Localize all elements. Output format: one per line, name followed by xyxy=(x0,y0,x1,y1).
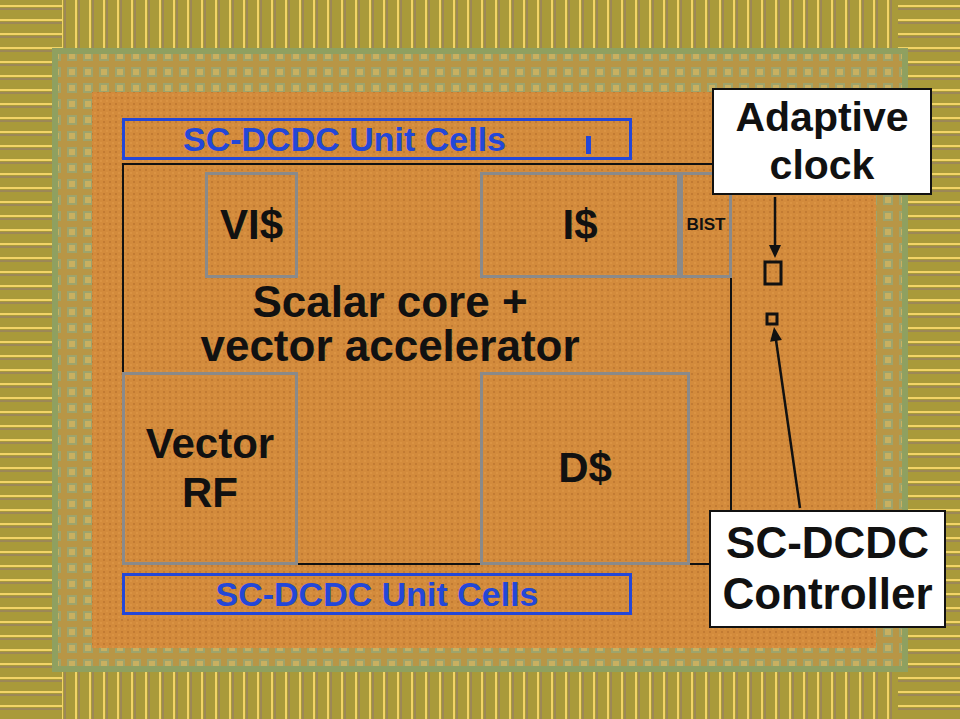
block-label: SC-DCDC Unit Cells xyxy=(215,577,538,611)
arrow-head xyxy=(769,245,781,258)
block-label: VI$ xyxy=(220,202,283,248)
block-label: SC-DCDC Unit Cells xyxy=(183,122,506,156)
block-label: I$ xyxy=(562,202,597,248)
block-label: Adaptive clock xyxy=(718,94,926,188)
unit-cell-band: SC-DCDC Unit Cells xyxy=(122,118,632,160)
block-label: Vector RF xyxy=(129,420,291,517)
arrow-head xyxy=(770,327,782,342)
unit-cell-band: SC-DCDC Unit Cells xyxy=(122,573,632,615)
leader-arrow xyxy=(776,340,800,508)
block-label: D$ xyxy=(558,445,612,491)
block-label: Scalar core + vector accelerator xyxy=(190,280,590,368)
core-region: VI$ I$ BIST Vector RF D$ Scalar core + vector… xyxy=(122,163,732,565)
clock-block xyxy=(765,262,781,284)
controller-block xyxy=(767,314,777,324)
block-label: BIST xyxy=(687,216,726,235)
register-file-block: Vector RF xyxy=(122,372,298,565)
cache-block: I$ xyxy=(480,172,680,278)
callout-box: Adaptive clock xyxy=(712,88,932,195)
block-label: SC-DCDC Controller xyxy=(715,518,940,619)
callout-box: SC-DCDC Controller xyxy=(709,510,946,628)
cache-block: VI$ xyxy=(205,172,298,278)
cache-block: D$ xyxy=(480,372,690,565)
unit-cell-marker xyxy=(586,136,591,154)
leader-arrow xyxy=(774,197,777,247)
